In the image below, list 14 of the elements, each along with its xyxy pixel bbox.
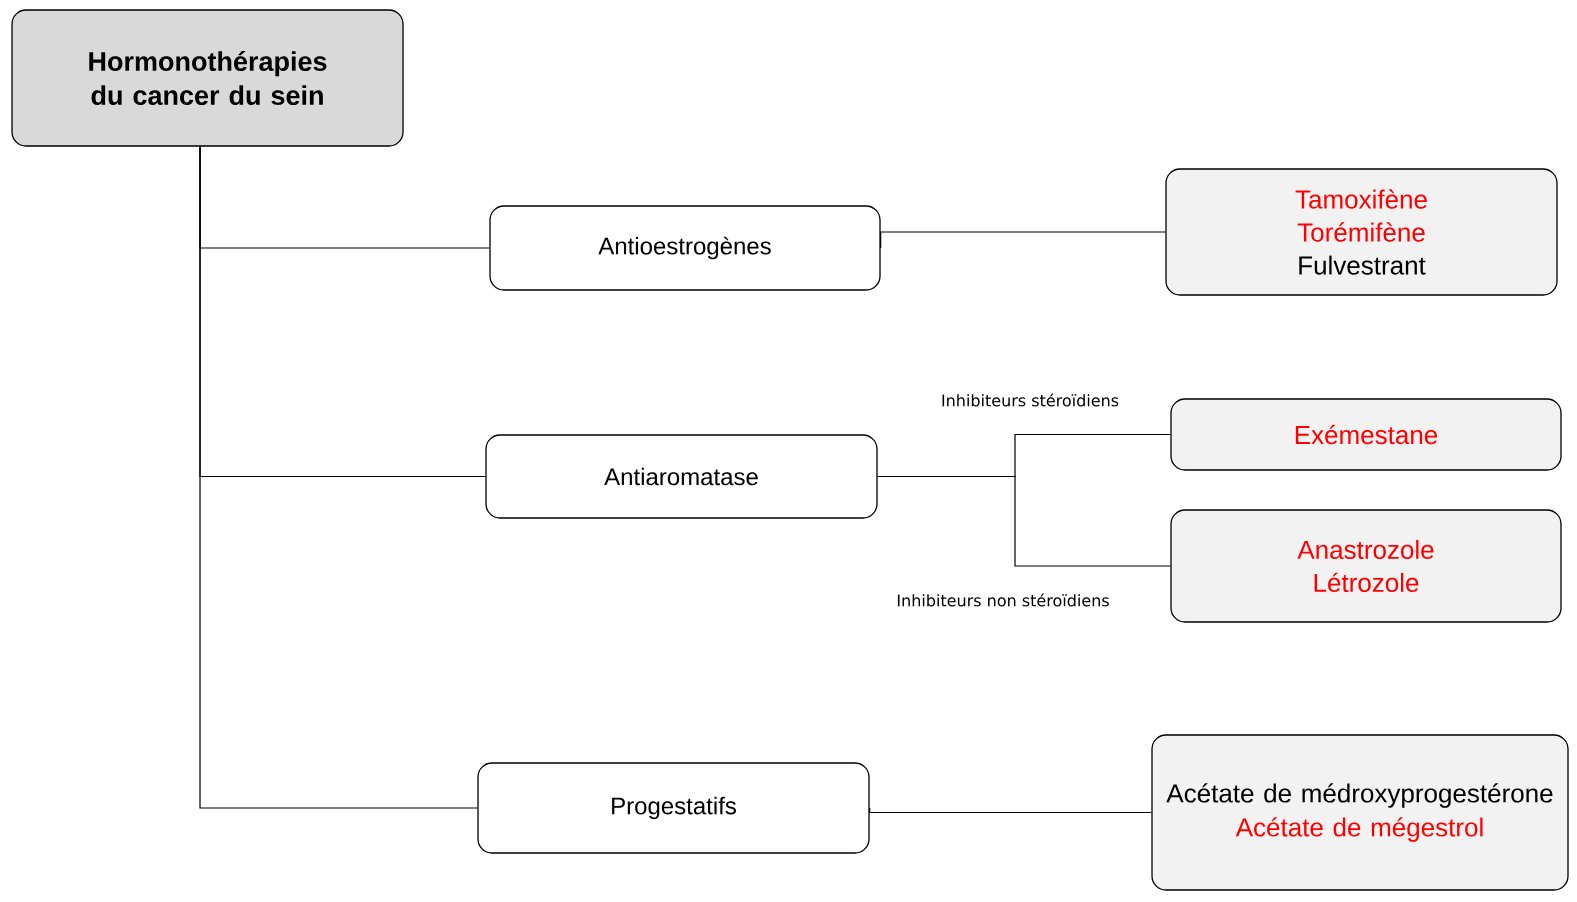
drug-box: Anastrozole Létrozole <box>1170 509 1562 623</box>
category-box: Progestatifs <box>477 762 870 854</box>
connector-line <box>869 807 1152 814</box>
category-box: Antioestrogènes <box>489 205 881 291</box>
category-box: Antiaromatase <box>485 434 878 519</box>
connector-line <box>877 475 1171 567</box>
drug-box: Acétate de médroxyprogestérone Acétate de mégestrol <box>1151 734 1569 891</box>
drug-box: Exémestane <box>1170 398 1562 471</box>
edge-label: Inhibiteurs non stéroïdiens <box>897 593 1109 607</box>
connector-line <box>199 146 478 809</box>
edge-label: Inhibiteurs stéroïdiens <box>942 393 1119 407</box>
title-box: Hormonothérapies du cancer du sein <box>11 9 404 147</box>
connector-line <box>880 231 1166 249</box>
drug-box: Tamoxifène Torémifène Fulvestrant <box>1165 168 1558 296</box>
